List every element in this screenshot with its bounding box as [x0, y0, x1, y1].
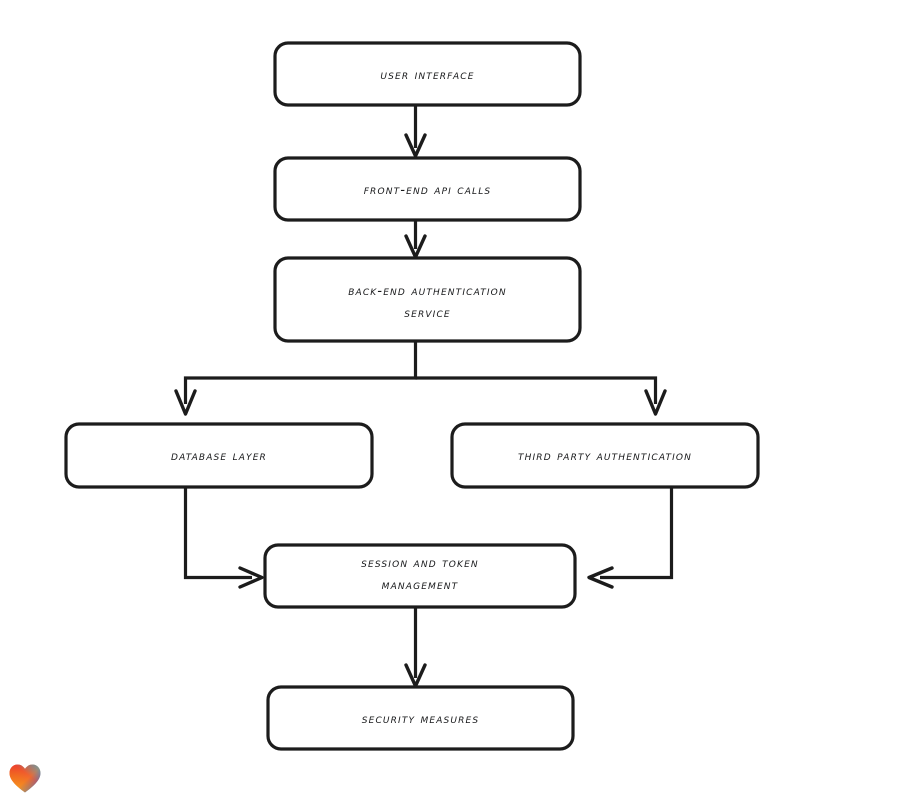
node-user-interface[interactable]: USER INTERFACE: [273, 41, 582, 107]
node-security-measures-label: SECURITY MEASURES: [362, 712, 479, 727]
node-front-end-api-calls-shape[interactable]: [273, 156, 582, 222]
node-back-end-authentication-service-shape[interactable]: [273, 256, 582, 343]
node-back-end-authentication-service[interactable]: BACK-END AUTHENTICATION SERVICE: [273, 256, 582, 343]
node-third-party-authentication-label: THIRD PARTY AUTHENTICATION: [518, 449, 692, 464]
node-session-and-token-management-label-line2: MANAGEMENT: [382, 578, 459, 593]
node-back-end-authentication-service-label-line1: BACK-END AUTHENTICATION: [348, 284, 507, 299]
node-session-and-token-management-label-line1: SESSION AND TOKEN: [361, 556, 479, 571]
node-back-end-authentication-service-label-line2: SERVICE: [404, 306, 451, 321]
node-user-interface-label: USER INTERFACE: [380, 68, 474, 83]
edge-backend-to-database-layer: [174, 341, 418, 416]
node-front-end-api-calls[interactable]: FRONT-END API CALLS: [273, 156, 582, 222]
edge-third-party-to-session: [587, 487, 674, 589]
node-front-end-api-calls-label: FRONT-END API CALLS: [364, 183, 492, 198]
heart-icon: [9, 764, 41, 793]
edge-session-to-security: [404, 607, 427, 688]
node-security-measures[interactable]: SECURITY MEASURES: [266, 685, 575, 751]
edge-backend-to-third-party: [415, 376, 667, 416]
edge-ui-to-api: [404, 105, 427, 158]
node-third-party-authentication-shape[interactable]: [450, 422, 760, 489]
node-database-layer[interactable]: DATABASE LAYER: [64, 422, 374, 489]
node-security-measures-shape[interactable]: [266, 685, 575, 751]
edge-database-to-session: [183, 487, 264, 589]
node-user-interface-shape[interactable]: [273, 41, 582, 107]
edge-api-to-backend: [404, 220, 427, 259]
node-session-and-token-management-shape[interactable]: [263, 543, 577, 609]
node-database-layer-label: DATABASE LAYER: [171, 449, 267, 464]
node-third-party-authentication[interactable]: THIRD PARTY AUTHENTICATION: [450, 422, 760, 489]
node-session-and-token-management[interactable]: SESSION AND TOKEN MANAGEMENT: [263, 543, 577, 609]
node-database-layer-shape[interactable]: [64, 422, 374, 489]
